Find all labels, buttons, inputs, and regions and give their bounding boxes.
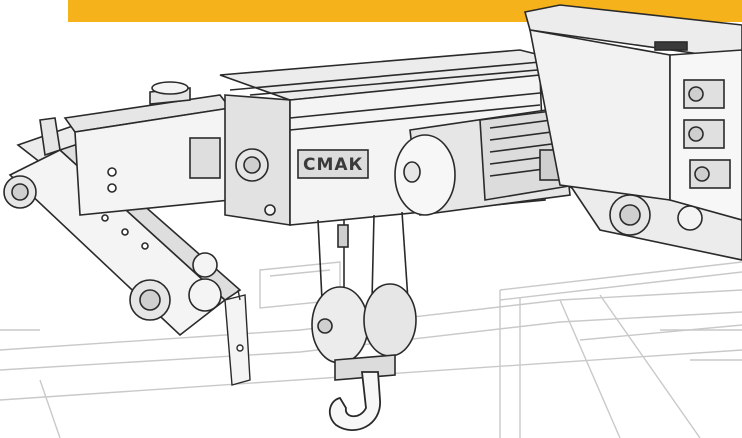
brand-logo: СМАК [303, 155, 363, 175]
background-crane-girder [0, 261, 742, 438]
control-box [523, 4, 742, 221]
crane-hook-icon [328, 371, 381, 431]
limit-switch-bracket [224, 289, 251, 386]
wire-ropes [317, 211, 409, 301]
hook-block [311, 283, 417, 381]
trolley-frame-left [63, 81, 232, 216]
trolley-top-rail [219, 49, 601, 101]
